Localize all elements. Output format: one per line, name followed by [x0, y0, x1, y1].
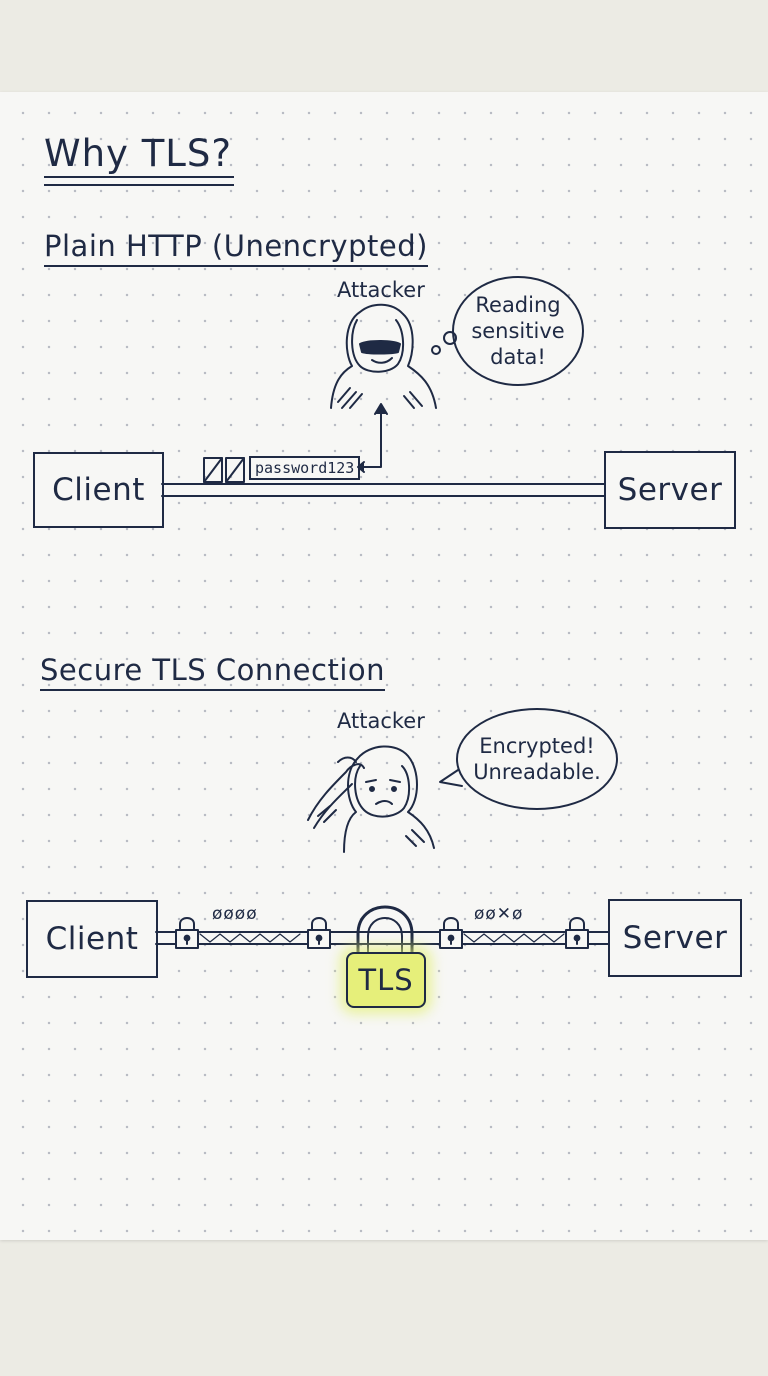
ciphertext-left: øøøø: [212, 904, 258, 924]
secure-client-box: Client: [26, 900, 158, 978]
tls-label: TLS: [358, 963, 414, 997]
plain-client-label: Client: [52, 472, 145, 508]
plain-thought-bubble: Reading sensitive data!: [452, 276, 584, 386]
secure-server-box: Server: [608, 899, 742, 977]
secure-bubble-line-1: Encrypted!: [479, 734, 595, 758]
plain-server-label: Server: [617, 472, 723, 508]
secure-speech-bubble: Encrypted! Unreadable.: [456, 708, 618, 810]
title-double-underline: [44, 176, 234, 186]
plain-attacker-label: Attacker: [337, 278, 425, 302]
plain-http-heading: Plain HTTP (Unencrypted): [44, 228, 428, 267]
ciphertext-right: øø✕ø: [474, 904, 524, 924]
plain-server-box: Server: [604, 451, 736, 529]
secure-client-label: Client: [45, 921, 139, 957]
page-title: Why TLS?: [44, 132, 233, 175]
plain-bubble-line-3: data!: [490, 345, 546, 369]
plaintext-packet: password123: [249, 456, 361, 480]
secure-tls-heading-text: Secure TLS Connection: [40, 653, 386, 691]
secure-server-label: Server: [622, 920, 728, 956]
plain-bubble-line-2: sensitive: [471, 319, 565, 343]
secure-tls-heading: Secure TLS Connection: [40, 652, 386, 691]
secure-attacker-label: Attacker: [337, 709, 425, 733]
plain-bubble-line-1: Reading: [475, 293, 561, 317]
plain-http-heading-text: Plain HTTP (Unencrypted): [44, 229, 428, 267]
tls-padlock-badge: TLS: [346, 952, 426, 1008]
plain-client-box: Client: [33, 452, 164, 528]
paper-sheet: [0, 92, 768, 1240]
secure-bubble-line-2: Unreadable.: [473, 760, 601, 784]
